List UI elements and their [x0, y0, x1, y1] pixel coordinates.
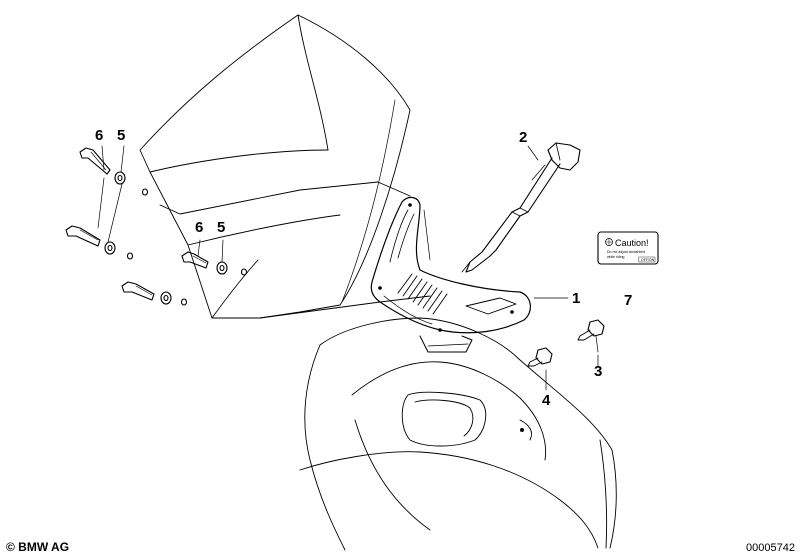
- washer-lower-left: [160, 291, 188, 306]
- washer-upper-left: [114, 171, 149, 196]
- leader-lines: [97, 145, 599, 391]
- callout-3: 3: [594, 363, 603, 380]
- callout-6-lower: 6: [195, 219, 204, 236]
- bolt-4: [527, 347, 553, 367]
- callout-7: 7: [624, 292, 633, 309]
- callout-2: 2: [519, 129, 528, 146]
- callout-5-upper: 5: [117, 127, 126, 144]
- adjusting-knob: [461, 142, 581, 273]
- callout-1: 1: [572, 290, 581, 307]
- caution-label: Caution! Do not adjust windshield while …: [597, 231, 659, 265]
- screw-mid-left: [65, 225, 101, 247]
- diagram-number: 00005742: [746, 542, 795, 554]
- washer-mid-left: [104, 241, 134, 260]
- bolt-3: [577, 319, 605, 353]
- callout-6-upper: 6: [95, 127, 104, 144]
- copyright-text: © BMW AG: [6, 540, 70, 554]
- windshield: [139, 14, 431, 319]
- callout-5-lower: 5: [217, 219, 226, 236]
- caution-label-line1: Do not adjust windshield: [607, 250, 645, 254]
- caution-label-code: OFF/ON: [641, 258, 655, 262]
- screw-upper-left: [79, 147, 111, 175]
- caution-label-line2: while riding: [607, 255, 625, 259]
- screw-lower-left: [121, 281, 155, 301]
- screw-mid-right: [181, 251, 209, 269]
- caution-label-heading: Caution!: [615, 238, 649, 248]
- front-fairing: [299, 317, 617, 551]
- windshield-bracket: [370, 196, 531, 353]
- callout-4: 4: [542, 392, 551, 409]
- washer-mid-right: [216, 261, 248, 276]
